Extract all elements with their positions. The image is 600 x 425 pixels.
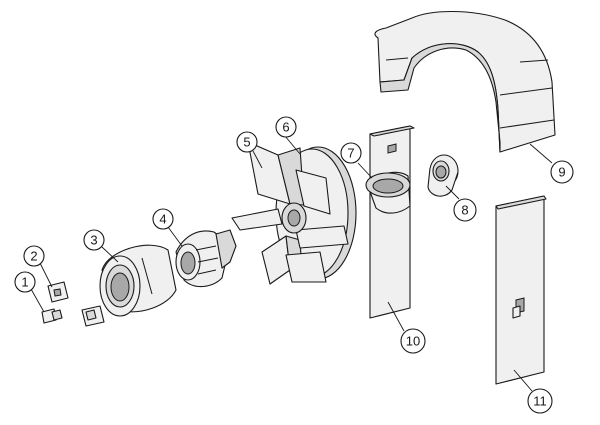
svg-text:9: 9 xyxy=(558,165,565,180)
part-7-flanged-bushing xyxy=(365,171,411,214)
part-4-cage-coupling xyxy=(175,229,237,288)
callout-7: 7 xyxy=(340,142,362,164)
part-1-screw xyxy=(41,308,63,324)
leader-10 xyxy=(387,301,405,332)
leader-1 xyxy=(30,288,45,313)
part-3-large-bushing xyxy=(99,244,177,317)
leader-5 xyxy=(252,150,263,169)
callout-11: 11 xyxy=(527,388,553,414)
leader-lines xyxy=(30,135,553,392)
svg-text:2: 2 xyxy=(30,249,37,264)
part-2-clip xyxy=(47,281,105,327)
leader-9 xyxy=(529,143,553,164)
svg-text:5: 5 xyxy=(243,135,250,150)
leader-8 xyxy=(445,185,460,200)
callout-10: 10 xyxy=(400,328,426,354)
svg-text:11: 11 xyxy=(533,394,547,409)
svg-text:1: 1 xyxy=(21,275,28,290)
svg-text:7: 7 xyxy=(347,146,354,161)
svg-text:8: 8 xyxy=(461,203,468,218)
callout-5: 5 xyxy=(236,131,258,153)
callout-2: 2 xyxy=(23,245,45,267)
leader-6 xyxy=(284,135,301,155)
part-9-arch-housing xyxy=(374,10,556,153)
callout-4: 4 xyxy=(152,208,174,230)
svg-text:6: 6 xyxy=(282,120,289,135)
part-11-side-plate xyxy=(495,195,547,385)
leader-11 xyxy=(513,369,533,392)
svg-text:3: 3 xyxy=(90,233,97,248)
callout-9: 9 xyxy=(550,160,574,184)
callout-8: 8 xyxy=(453,198,477,222)
leader-4 xyxy=(167,226,183,247)
svg-text:4: 4 xyxy=(159,212,166,227)
leader-7 xyxy=(357,162,373,179)
svg-text:10: 10 xyxy=(406,334,420,349)
callout-3: 3 xyxy=(83,229,105,251)
part-8-small-bushing xyxy=(427,154,459,197)
callout-6: 6 xyxy=(275,116,297,138)
leader-2 xyxy=(39,262,53,288)
part-5-fan-impeller xyxy=(231,141,349,285)
part-10-back-plate xyxy=(369,125,415,319)
leader-3 xyxy=(101,246,119,263)
callout-1: 1 xyxy=(14,271,36,293)
